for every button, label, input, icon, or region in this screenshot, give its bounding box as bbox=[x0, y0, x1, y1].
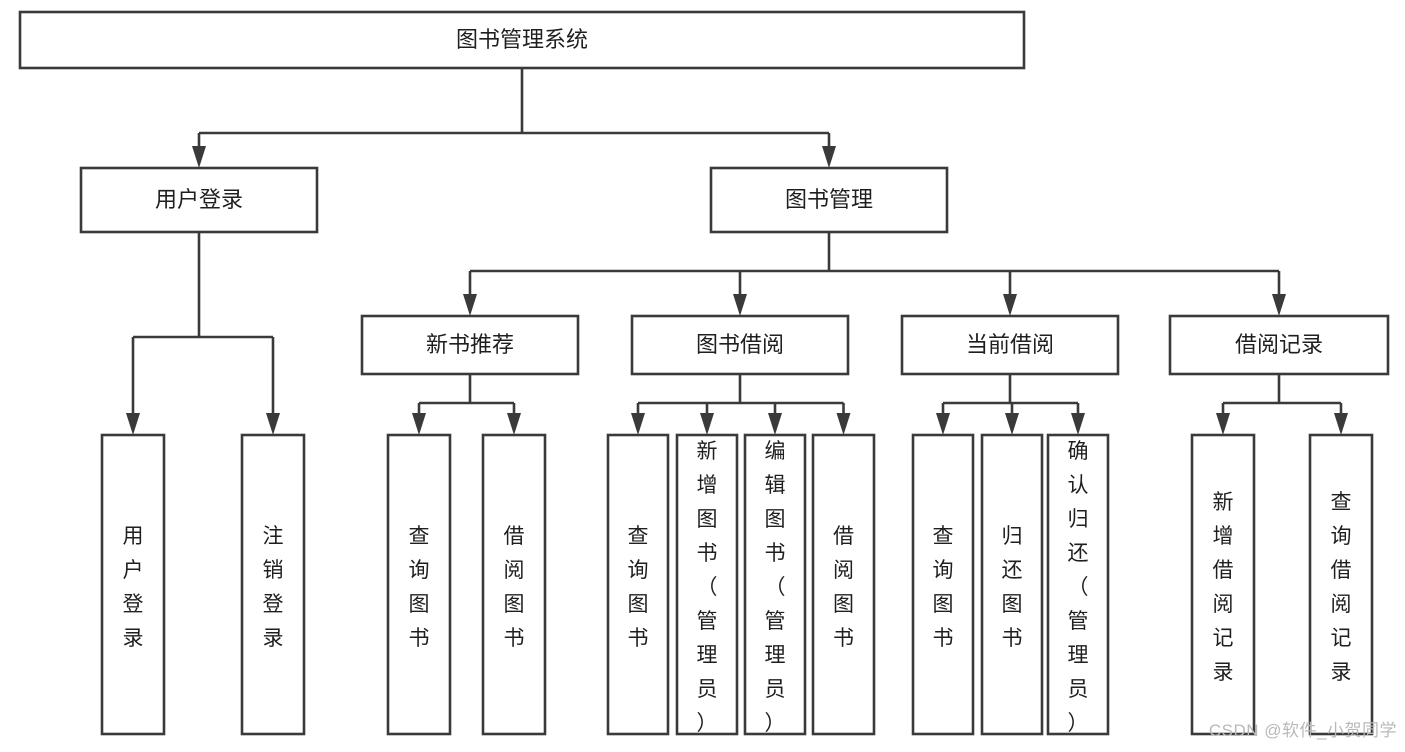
node-box-leaf-return-book bbox=[980, 433, 1044, 736]
node-label-leaf-add-book: 新增图书（管理员） bbox=[697, 440, 718, 735]
node-current-borrow[interactable]: 当前借阅 bbox=[900, 314, 1120, 376]
node-leaf-user-login[interactable]: 用户登录 bbox=[100, 433, 166, 736]
node-box-leaf-add-book bbox=[675, 433, 739, 736]
node-leaf-add-book[interactable]: 新增图书（管理员） bbox=[675, 433, 739, 736]
node-leaf-user-logout[interactable]: 注销登录 bbox=[240, 433, 306, 736]
node-leaf-query-book-2[interactable]: 查询图书 bbox=[606, 433, 670, 736]
node-label-new-book-rec: 新书推荐 bbox=[426, 332, 514, 357]
edge-arrow-user-login bbox=[192, 146, 206, 168]
node-label-leaf-user-logout: 注销登录 bbox=[263, 525, 284, 650]
edge-arrow-book-manage bbox=[822, 146, 836, 168]
node-borrow-record[interactable]: 借阅记录 bbox=[1168, 314, 1390, 376]
node-box-leaf-query-book-3 bbox=[911, 433, 975, 736]
node-box-book-manage bbox=[709, 166, 949, 234]
edge-arrow-leaf-query-book-2 bbox=[631, 413, 645, 435]
node-box-leaf-user-logout bbox=[240, 433, 306, 736]
node-leaf-query-book-3[interactable]: 查询图书 bbox=[911, 433, 975, 736]
csdn-watermark: CSDN @软件_小贺同学 bbox=[1208, 721, 1397, 740]
edge-arrow-book-borrow bbox=[733, 294, 747, 316]
node-label-book-manage: 图书管理 bbox=[785, 187, 873, 212]
node-leaf-add-record[interactable]: 新增借阅记录 bbox=[1190, 433, 1256, 736]
node-label-leaf-query-record: 查询借阅记录 bbox=[1331, 491, 1352, 684]
node-leaf-borrow-book-1[interactable]: 借阅图书 bbox=[481, 433, 547, 736]
node-label-leaf-edit-book: 编辑图书（管理员） bbox=[765, 440, 786, 735]
node-box-leaf-add-record bbox=[1190, 433, 1256, 736]
node-box-borrow-record bbox=[1168, 314, 1390, 376]
node-box-leaf-edit-book bbox=[743, 433, 807, 736]
edge-arrow-leaf-confirm-return bbox=[1071, 413, 1085, 435]
node-box-current-borrow bbox=[900, 314, 1120, 376]
node-box-leaf-borrow-book-2 bbox=[811, 433, 876, 736]
edge-arrow-leaf-query-record bbox=[1334, 413, 1348, 435]
node-label-leaf-query-book-1: 查询图书 bbox=[409, 525, 430, 650]
node-label-book-borrow: 图书借阅 bbox=[696, 332, 784, 357]
node-box-book-borrow bbox=[630, 314, 850, 376]
node-label-leaf-borrow-book-1: 借阅图书 bbox=[504, 525, 525, 650]
edge-arrow-leaf-borrow-book-1 bbox=[507, 413, 521, 435]
node-box-leaf-query-book-1 bbox=[386, 433, 452, 736]
node-leaf-edit-book[interactable]: 编辑图书（管理员） bbox=[743, 433, 807, 736]
edge-arrow-leaf-user-logout bbox=[266, 413, 280, 435]
node-new-book-rec[interactable]: 新书推荐 bbox=[360, 314, 580, 376]
edge-arrow-leaf-query-book-3 bbox=[936, 413, 950, 435]
edge-arrow-leaf-query-book-1 bbox=[412, 413, 426, 435]
node-label-leaf-user-login: 用户登录 bbox=[123, 525, 144, 650]
node-label-leaf-query-book-3: 查询图书 bbox=[933, 525, 954, 650]
edge-arrow-leaf-user-login bbox=[126, 413, 140, 435]
node-book-manage[interactable]: 图书管理 bbox=[709, 166, 949, 234]
node-label-leaf-return-book: 归还图书 bbox=[1002, 525, 1023, 650]
node-label-leaf-confirm-return: 确认归还（管理员） bbox=[1068, 440, 1089, 735]
node-root[interactable]: 图书管理系统 bbox=[18, 10, 1026, 70]
node-label-current-borrow: 当前借阅 bbox=[966, 332, 1054, 357]
node-leaf-return-book[interactable]: 归还图书 bbox=[980, 433, 1044, 736]
node-box-leaf-user-login bbox=[100, 433, 166, 736]
node-leaf-confirm-return[interactable]: 确认归还（管理员） bbox=[1046, 433, 1110, 736]
node-box-root bbox=[18, 10, 1026, 70]
node-label-root: 图书管理系统 bbox=[456, 27, 588, 52]
node-box-leaf-confirm-return bbox=[1046, 433, 1110, 736]
node-label-leaf-add-record: 新增借阅记录 bbox=[1213, 491, 1234, 684]
connector-lines-layer bbox=[126, 68, 1348, 435]
node-label-user-login: 用户登录 bbox=[155, 187, 243, 212]
node-leaf-borrow-book-2[interactable]: 借阅图书 bbox=[811, 433, 876, 736]
edge-arrow-leaf-borrow-book-2 bbox=[836, 413, 851, 435]
node-label-borrow-record: 借阅记录 bbox=[1235, 332, 1323, 357]
edge-arrow-current-borrow bbox=[1003, 294, 1017, 316]
node-book-borrow[interactable]: 图书借阅 bbox=[630, 314, 850, 376]
edge-arrow-new-book-rec bbox=[463, 294, 477, 316]
node-box-leaf-query-record bbox=[1308, 433, 1374, 736]
node-leaf-query-record[interactable]: 查询借阅记录 bbox=[1308, 433, 1374, 736]
node-boxes-layer: 图书管理系统用户登录图书管理新书推荐图书借阅当前借阅借阅记录用户登录注销登录查询… bbox=[18, 10, 1390, 736]
node-label-leaf-query-book-2: 查询图书 bbox=[628, 525, 649, 650]
node-label-leaf-borrow-book-2: 借阅图书 bbox=[833, 525, 854, 650]
edge-arrow-leaf-add-book bbox=[700, 413, 714, 435]
node-box-new-book-rec bbox=[360, 314, 580, 376]
node-box-leaf-query-book-2 bbox=[606, 433, 670, 736]
edge-arrow-leaf-edit-book bbox=[768, 413, 782, 435]
node-box-user-login bbox=[79, 166, 319, 234]
node-box-leaf-borrow-book-1 bbox=[481, 433, 547, 736]
node-user-login[interactable]: 用户登录 bbox=[79, 166, 319, 234]
node-leaf-query-book-1[interactable]: 查询图书 bbox=[386, 433, 452, 736]
edge-arrow-borrow-record bbox=[1272, 294, 1286, 316]
edge-arrow-leaf-add-record bbox=[1216, 413, 1230, 435]
edge-arrow-leaf-return-book bbox=[1005, 413, 1019, 435]
